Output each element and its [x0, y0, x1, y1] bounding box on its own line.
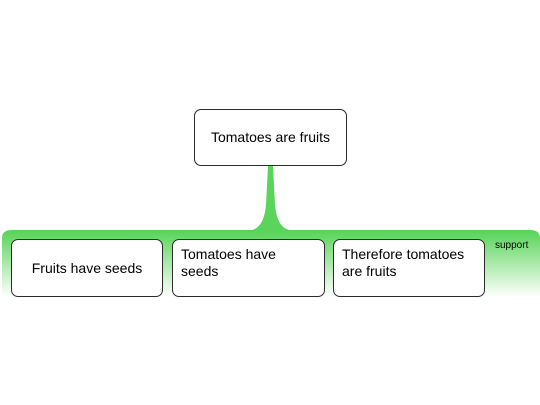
claim-node[interactable]: Tomatoes are fruits	[194, 109, 347, 166]
premise-node-fruits-have-seeds[interactable]: Fruits have seeds	[11, 239, 163, 297]
premise-text: Tomatoes have seeds	[181, 246, 276, 279]
claim-text: Tomatoes are fruits	[210, 129, 331, 145]
support-label: support	[495, 240, 529, 251]
premise-node-therefore-tomatoes-are-fruits[interactable]: Therefore tomatoes are fruits	[333, 239, 485, 297]
premise-node-tomatoes-have-seeds[interactable]: Tomatoes have seeds	[172, 239, 325, 297]
premise-text: Fruits have seeds	[31, 259, 143, 276]
premise-text: Therefore tomatoes are fruits	[342, 246, 465, 279]
